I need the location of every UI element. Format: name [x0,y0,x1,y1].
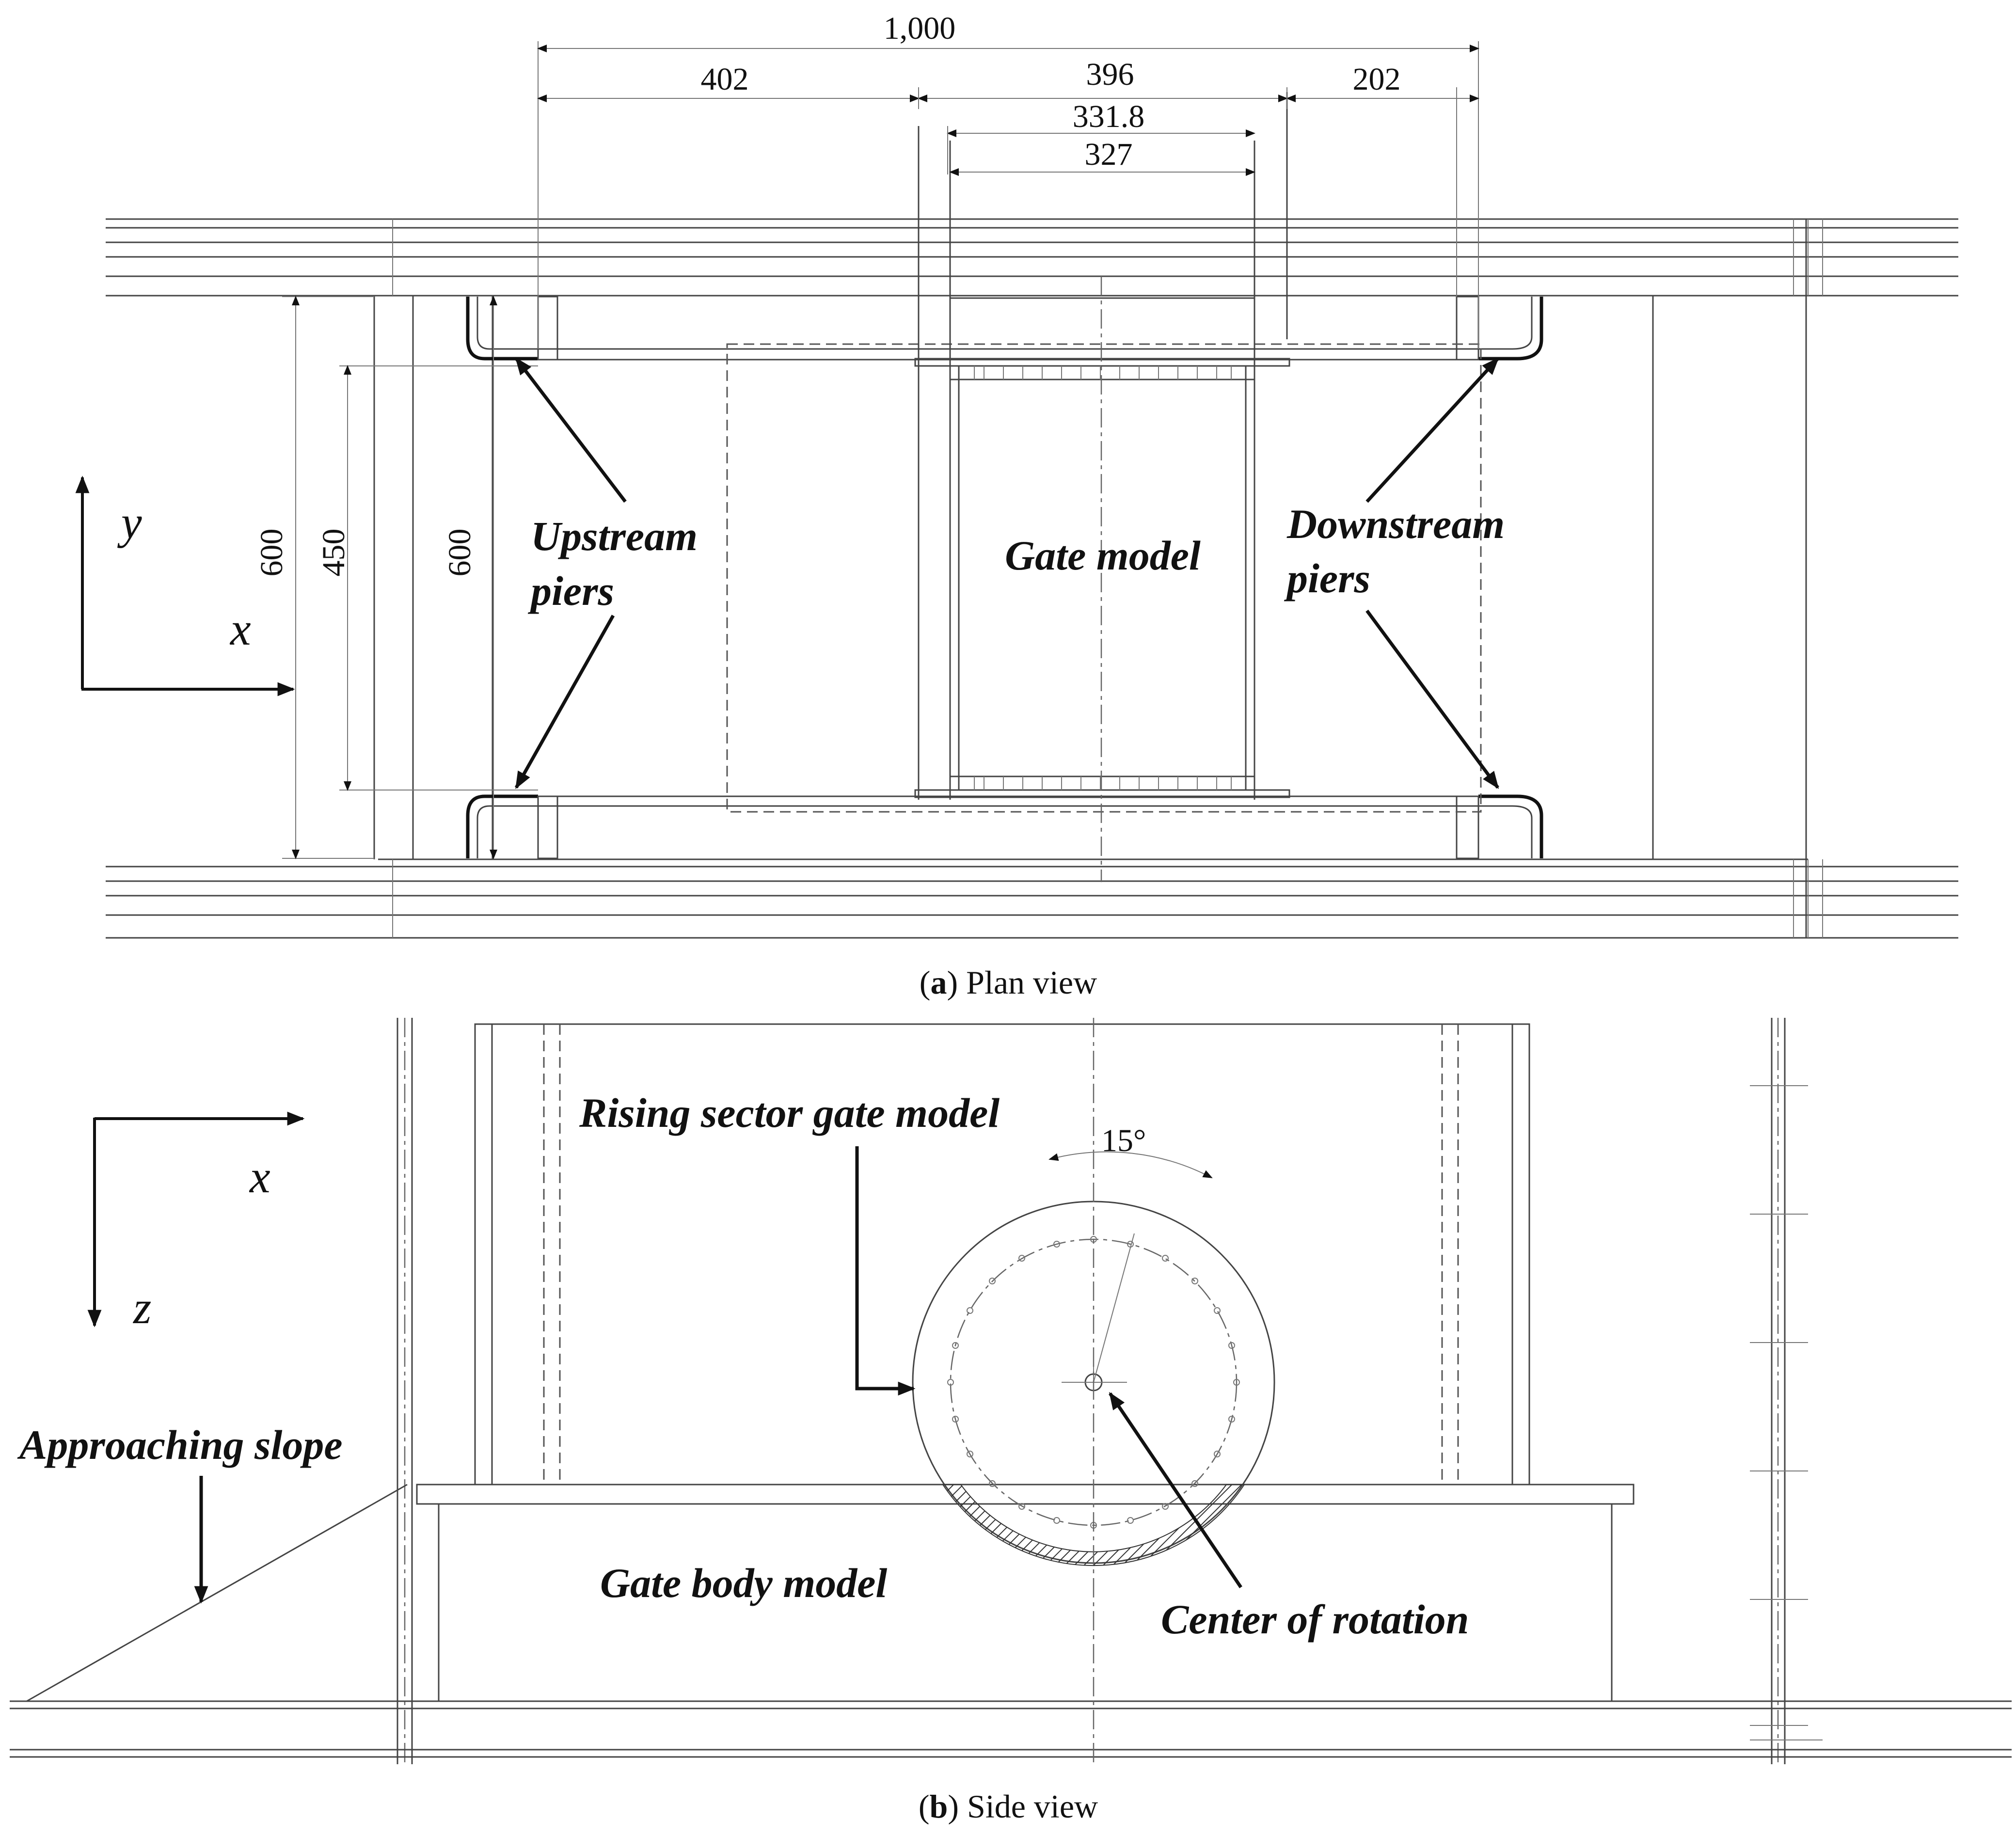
dim-downstream-length: 202 [1353,62,1401,97]
side-axis-x-label: x [249,1151,270,1202]
dim-total-length: 1,000 [884,11,956,46]
downstream-piers-label-line1: Downstream [1286,501,1505,547]
downstream-pier-top [1456,296,1543,361]
side-right-frame [1750,1018,1823,1764]
plan-axis-y-label: y [117,496,142,548]
plan-view: 1,000 402 396 202 331.8 327 600 450 600 … [75,11,1958,1001]
downstream-piers-label-line2: piers [1284,555,1370,601]
gate-model-plan [914,92,1290,882]
upstream-piers-label-line2: piers [527,568,614,614]
upstream-piers-label-line1: Upstream [531,513,698,559]
plan-dashed-outline [726,343,1482,813]
plan-dimensions [282,41,1479,859]
gate-hatch [942,1484,1245,1566]
plan-view-caption: (a) Plan view [920,964,1097,1001]
plan-axes [75,475,295,696]
side-floor [10,1700,2012,1758]
dim-gate-inner-2: 327 [1085,137,1133,172]
gate-body-model [416,1484,1635,1702]
plan-bottom-wall [106,858,1958,939]
side-left-frame [397,1018,413,1764]
plan-leader-arrows [514,357,1499,790]
dim-gate-inner-1: 331.8 [1073,99,1145,134]
side-view-caption: (b) Side view [919,1788,1098,1825]
plan-axis-x-label: x [229,603,251,655]
downstream-pier-bottom [1456,794,1543,859]
gate-ribs-top [974,366,1232,379]
gate-ribs-bottom [974,776,1232,790]
dim-width-outer-right: 600 [442,529,477,577]
dim-upstream-length: 402 [701,62,749,97]
angle-label: 15° [1101,1123,1146,1158]
approaching-slope-label: Approaching slope [17,1422,343,1468]
plan-top-wall [106,218,1958,297]
upstream-pier-bottom [466,794,1478,859]
side-axis-z-label: z [132,1281,151,1333]
sector-gate-model [912,1018,1275,1764]
upstream-pier-top [466,296,1478,361]
side-axes [87,1111,305,1328]
gate-model-label: Gate model [1005,532,1201,579]
approaching-slope-line [26,1484,408,1702]
side-leader-arrows [194,1146,1242,1604]
dim-gate-length: 396 [1086,57,1134,92]
dim-width-outer-left: 600 [254,529,289,577]
side-view: x z Rising sector gate model 15° Approac… [10,1018,2012,1825]
rising-sector-gate-label: Rising sector gate model [579,1090,1000,1136]
gate-body-label: Gate body model [600,1560,887,1606]
center-of-rotation-label: Center of rotation [1161,1596,1469,1643]
dim-width-gate: 450 [316,529,351,577]
gate-bolt-holes [947,1236,1240,1529]
